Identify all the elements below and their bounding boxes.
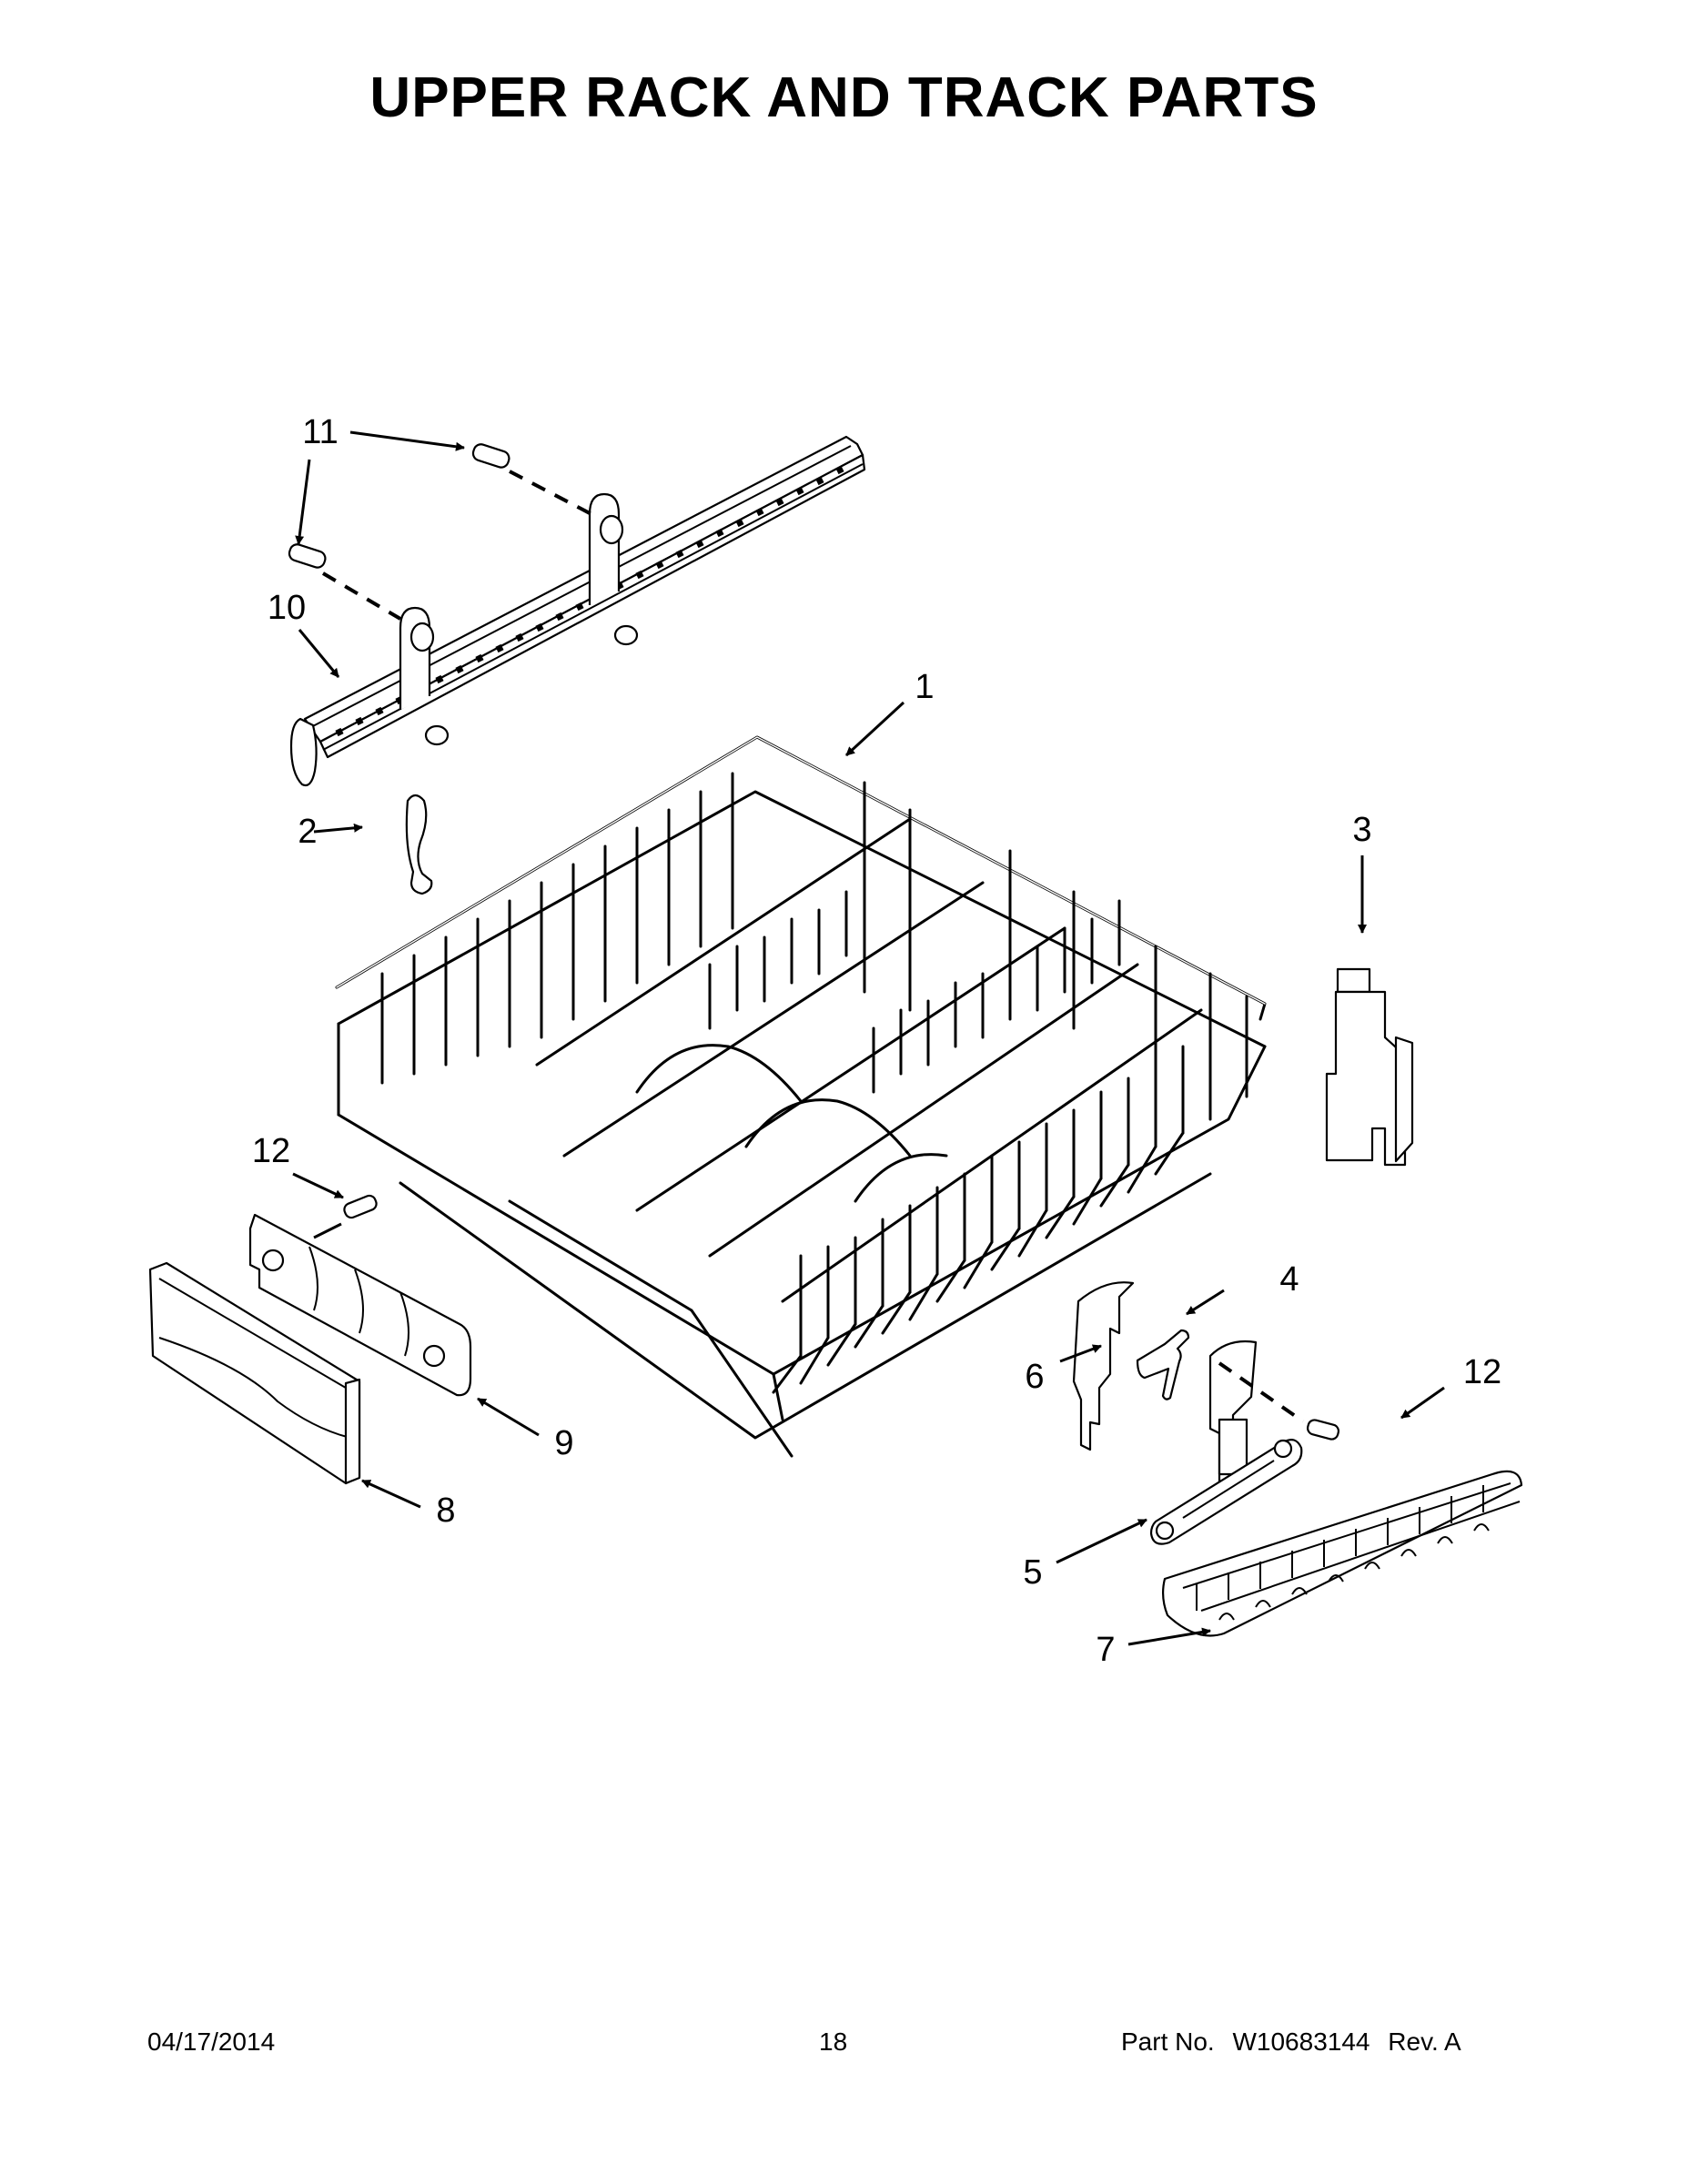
rack-tines-left — [380, 772, 734, 1085]
left-screw-drawing — [313, 1194, 378, 1239]
callout-10[interactable]: 10 — [267, 589, 307, 627]
rail-screws-drawing — [288, 443, 592, 621]
callout-2[interactable]: 2 — [298, 813, 318, 851]
callout-5[interactable]: 5 — [1023, 1553, 1043, 1592]
callout-12-right[interactable]: 12 — [1462, 1353, 1502, 1391]
callout-1[interactable]: 1 — [915, 668, 935, 706]
rack-adjuster-latch-drawing — [1325, 967, 1414, 1167]
callout-4[interactable]: 4 — [1279, 1260, 1299, 1299]
right-screw-drawing — [1218, 1361, 1340, 1441]
callout-11[interactable]: 11 — [302, 413, 339, 451]
adjuster-spring-lever-drawing — [1136, 1329, 1190, 1400]
callout-7[interactable]: 7 — [1096, 1631, 1116, 1669]
callout-9[interactable]: 9 — [554, 1424, 574, 1462]
footer-date: 04/17/2014 — [147, 2027, 276, 2056]
track-rail-drawing — [289, 435, 866, 787]
adjuster-housing-drawing — [1072, 1281, 1135, 1451]
rack-inner-tines — [708, 890, 1121, 1094]
callout-8[interactable]: 8 — [436, 1491, 456, 1530]
upper-rack-drawing — [335, 735, 1267, 1458]
handle-bracket-drawing — [248, 1213, 472, 1397]
callout-3[interactable]: 3 — [1352, 811, 1372, 849]
callout-6[interactable]: 6 — [1025, 1358, 1045, 1396]
part-no-value: W10683144 — [1232, 2027, 1370, 2056]
part-no-label: Part No. — [1121, 2027, 1215, 2056]
leader-arrows — [292, 430, 1445, 1646]
footer-part-number: Part No. W10683144 Rev. A — [1121, 2027, 1461, 2057]
revision: Rev. A — [1388, 2027, 1461, 2056]
callout-12-left[interactable]: 12 — [251, 1132, 291, 1170]
adjuster-arm-drawing — [1149, 1438, 1303, 1545]
page-title: UPPER RACK AND TRACK PARTS — [369, 66, 1319, 129]
rack-clip-drawing — [405, 794, 433, 895]
page-number: 18 — [819, 2027, 848, 2056]
rack-tines-right — [772, 1036, 1212, 1394]
rack-handle-drawing — [148, 1261, 361, 1485]
